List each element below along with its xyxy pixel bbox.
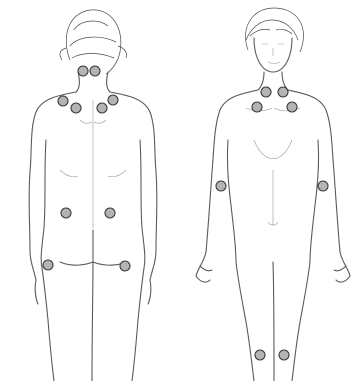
tender-point-supraspinatus-left[interactable] — [71, 103, 81, 113]
front-face-features — [262, 44, 284, 64]
tender-point-supraspinatus-right[interactable] — [97, 103, 107, 113]
tender-point-greater-trochanter-left[interactable] — [43, 260, 53, 270]
back-spine-shading — [60, 100, 126, 228]
tender-point-low-cervical-left[interactable] — [261, 87, 271, 97]
tender-point-low-cervical-right[interactable] — [278, 87, 288, 97]
tender-point-knee-left[interactable] — [255, 350, 265, 360]
front-torso-shading — [246, 108, 300, 226]
back-view-figure — [29, 10, 157, 381]
tender-points — [43, 66, 328, 360]
tender-point-trapezius-left[interactable] — [58, 96, 68, 106]
tender-point-lateral-epicondyle-right[interactable] — [318, 181, 328, 191]
front-view-figure — [196, 8, 350, 381]
tender-point-occiput-left[interactable] — [78, 66, 88, 76]
tender-point-trapezius-right[interactable] — [108, 95, 118, 105]
tender-point-occiput-right[interactable] — [90, 66, 100, 76]
tender-point-lateral-epicondyle-left[interactable] — [216, 181, 226, 191]
tender-point-second-rib-left[interactable] — [252, 102, 262, 112]
tender-point-knee-right[interactable] — [279, 350, 289, 360]
tender-point-second-rib-right[interactable] — [287, 102, 297, 112]
front-lower-outline — [236, 262, 310, 381]
tender-point-gluteal-right[interactable] — [105, 208, 115, 218]
tender-point-greater-trochanter-right[interactable] — [120, 261, 130, 271]
back-lower-outline — [42, 230, 144, 381]
tender-point-gluteal-left[interactable] — [61, 208, 71, 218]
back-head-hair — [60, 10, 127, 74]
